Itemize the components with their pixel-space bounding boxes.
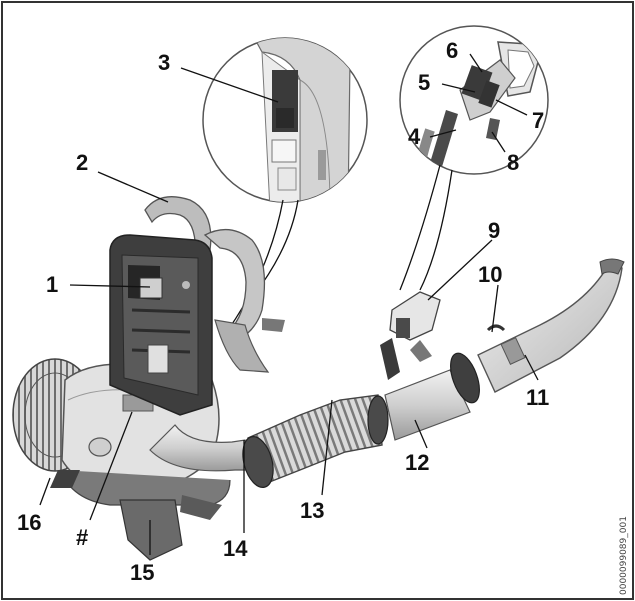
callout-hash: # [76, 525, 88, 550]
callout-2: 2 [76, 150, 88, 175]
callout-12: 12 [405, 450, 429, 475]
callout-5: 5 [418, 70, 430, 95]
callout-6: 6 [446, 38, 458, 63]
document-id: 0000099089_001 [619, 516, 629, 595]
callout-11: 11 [526, 385, 549, 410]
callout-13: 13 [300, 498, 324, 523]
callout-7: 7 [532, 108, 544, 133]
callout-16: 16 [17, 510, 41, 535]
callout-9: 9 [488, 218, 500, 243]
callout-3: 3 [158, 50, 170, 75]
callout-14: 14 [223, 536, 248, 561]
callout-15: 15 [130, 560, 154, 585]
callout-10: 10 [478, 262, 502, 287]
callout-8: 8 [507, 150, 519, 175]
callout-1: 1 [46, 272, 58, 297]
back-frame [110, 235, 212, 415]
callout-4: 4 [408, 124, 421, 149]
